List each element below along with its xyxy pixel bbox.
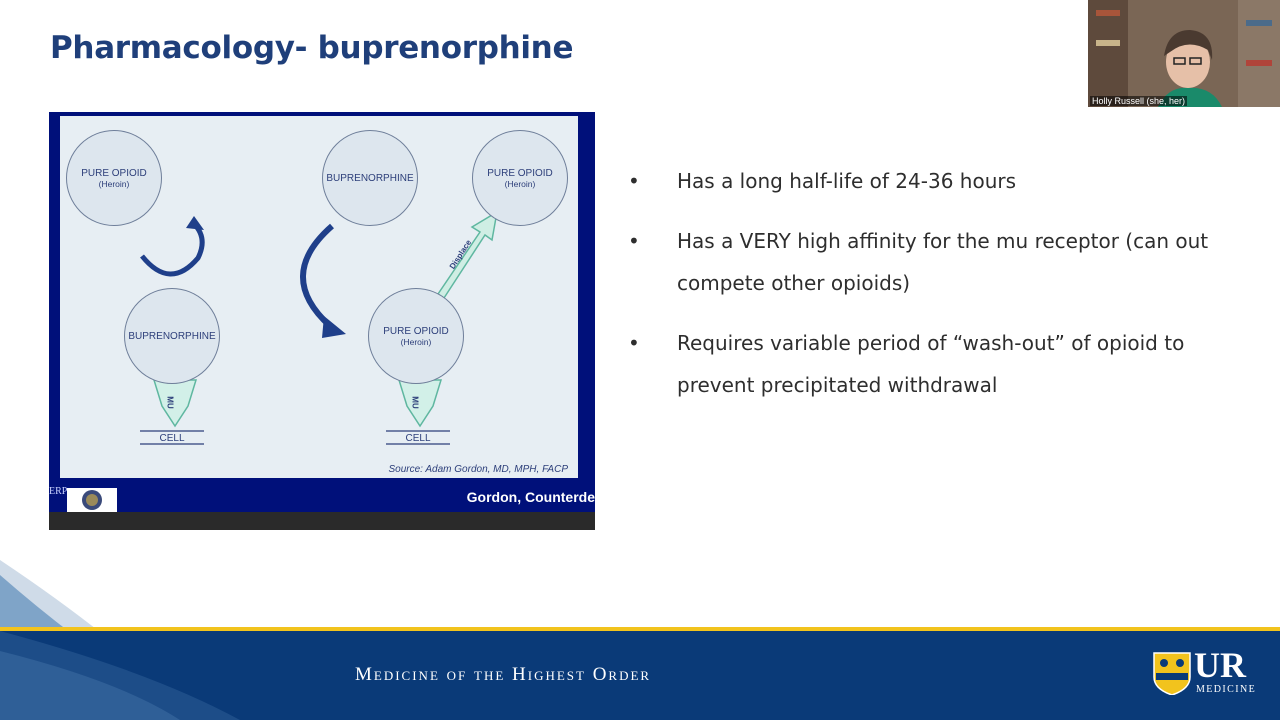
bullet-item: • Has a VERY high affinity for the mu re… xyxy=(628,220,1228,304)
bullet-marker: • xyxy=(628,331,640,355)
circle-sublabel: (Heroin) xyxy=(400,336,432,347)
mu-receptor-label: MU xyxy=(165,396,175,409)
buprenorphine-circle: BUPRENORPHINE xyxy=(124,288,220,384)
figure-footer-text: Gordon, Counterde xyxy=(466,489,595,505)
figure-diagram: PURE OPIOID (Heroin) BUPRENORPHINE BUPRE… xyxy=(60,116,578,478)
figure-bottom-bar xyxy=(49,512,595,530)
participant-video[interactable]: Holly Russell (she, her) xyxy=(1088,0,1280,107)
footer-banner: Medicine of the Highest Order UR MEDICIN… xyxy=(0,631,1280,720)
ur-logo: UR xyxy=(1194,645,1246,685)
ur-logo-sub: MEDICINE xyxy=(1196,684,1257,695)
circle-sublabel: (Heroin) xyxy=(504,178,536,189)
banner-wave xyxy=(0,631,240,720)
cell-label: CELL xyxy=(159,433,185,444)
bullet-marker: • xyxy=(628,169,640,193)
cell-label: CELL xyxy=(405,433,431,444)
pure-opioid-circle-bound: PURE OPIOID (Heroin) xyxy=(368,288,464,384)
mu-receptor-label: MU xyxy=(410,396,420,409)
figure-source: Source: Adam Gordon, MD, MPH, FACP xyxy=(388,464,569,475)
pure-opioid-circle-right: PURE OPIOID (Heroin) xyxy=(472,130,568,226)
bullet-text: Has a VERY high affinity for the mu rece… xyxy=(677,229,1209,295)
bullet-text: Has a long half-life of 24-36 hours xyxy=(677,169,1017,193)
erp-label: ERP xyxy=(49,486,68,497)
circle-label: BUPRENORPHINE xyxy=(128,330,216,342)
slide-title: Pharmacology- buprenorphine xyxy=(50,30,574,66)
tagline: Medicine of the Highest Order xyxy=(355,664,652,685)
circle-label: BUPRENORPHINE xyxy=(326,172,414,184)
bullet-text: Requires variable period of “wash-out” o… xyxy=(677,331,1185,397)
participant-name: Holly Russell (she, her) xyxy=(1090,96,1188,106)
circle-label: PURE OPIOID xyxy=(81,167,147,179)
receptor-figure: PURE OPIOID (Heroin) BUPRENORPHINE BUPRE… xyxy=(49,112,595,530)
circle-label: PURE OPIOID xyxy=(383,325,449,337)
figure-footer: ERP Gordon, Counterde xyxy=(49,484,595,512)
bullet-item: • Requires variable period of “wash-out”… xyxy=(628,322,1228,406)
bullet-item: • Has a long half-life of 24-36 hours xyxy=(628,160,1228,202)
circle-sublabel: (Heroin) xyxy=(98,178,130,189)
buprenorphine-circle-top: BUPRENORPHINE xyxy=(322,130,418,226)
bullet-marker: • xyxy=(628,229,640,253)
bullet-list: • Has a long half-life of 24-36 hours • … xyxy=(628,160,1228,424)
circle-label: PURE OPIOID xyxy=(487,167,553,179)
pure-opioid-circle: PURE OPIOID (Heroin) xyxy=(66,130,162,226)
va-seal-icon xyxy=(67,488,117,512)
university-shield-icon xyxy=(1152,651,1192,700)
video-feed xyxy=(1088,0,1280,107)
gold-divider xyxy=(0,627,1280,631)
